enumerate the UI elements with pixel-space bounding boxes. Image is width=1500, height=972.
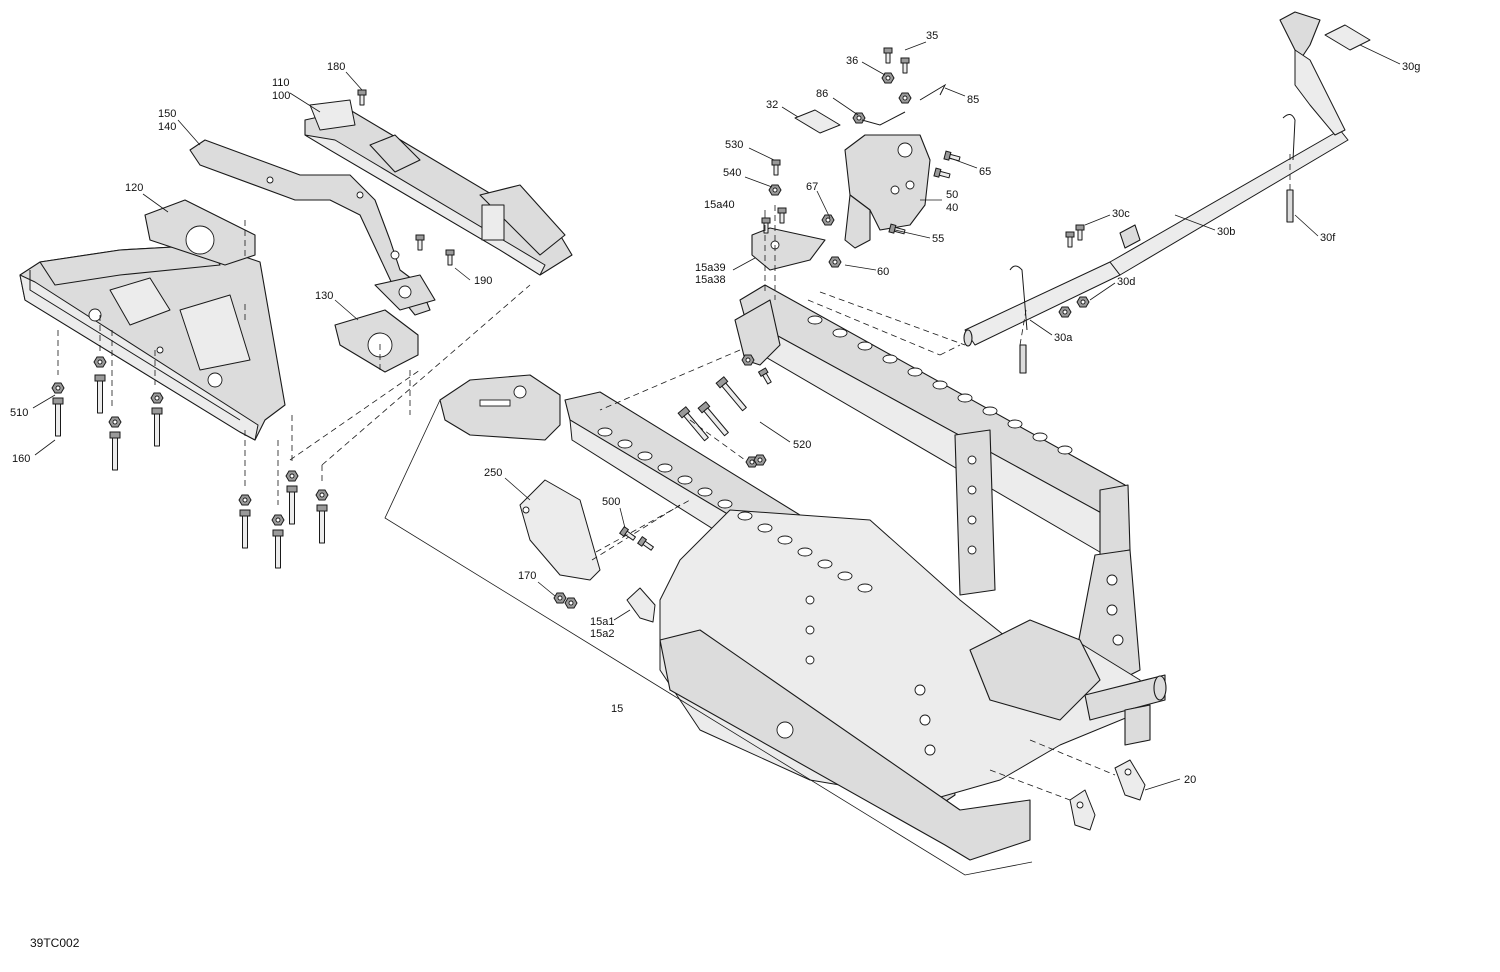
callout-15: 15 [611, 703, 623, 715]
fasteners-center [553, 354, 774, 609]
callout-55: 55 [932, 233, 944, 245]
callout-67: 67 [806, 181, 818, 193]
callout-60: 60 [877, 266, 889, 278]
callout-130: 130 [315, 290, 333, 302]
upper-frame-assembly [19, 89, 573, 441]
main-frame-assembly [439, 284, 1167, 861]
callout-30d: 30d [1117, 276, 1135, 288]
assembly-guide-lines-right [599, 291, 966, 461]
guard-250 [519, 479, 681, 623]
callout-15a38: 15a38 [695, 274, 726, 286]
callout-40: 40 [946, 202, 958, 214]
callout-35: 35 [926, 30, 938, 42]
group-bracket-15 [384, 399, 1033, 876]
callout-50: 50 [946, 189, 958, 201]
leader-lines [32, 41, 1401, 791]
diagram-code: 39TC002 [30, 936, 80, 950]
callout-30f: 30f [1320, 232, 1336, 244]
callout-15a1: 15a1 [590, 616, 614, 628]
callout-170: 170 [518, 570, 536, 582]
callout-30c: 30c [1112, 208, 1130, 220]
callout-190: 190 [474, 275, 492, 287]
callout-150: 150 [158, 108, 176, 120]
callout-500: 500 [602, 496, 620, 508]
callout-110: 110 [272, 77, 290, 89]
callout-32: 32 [766, 99, 778, 111]
callout-540: 540 [723, 167, 741, 179]
hitch-plates [989, 739, 1146, 831]
callout-520: 520 [793, 439, 811, 451]
callout-30a: 30a [1054, 332, 1073, 344]
brake-rod-assembly [939, 11, 1371, 374]
callout-86: 86 [816, 88, 828, 100]
callout-180: 180 [327, 61, 345, 73]
callout-15a40: 15a40 [704, 199, 735, 211]
perforations [597, 315, 1124, 756]
callout-20: 20 [1184, 774, 1196, 786]
callout-250: 250 [484, 467, 502, 479]
callout-30g: 30g [1402, 61, 1420, 73]
callout-65: 65 [979, 166, 991, 178]
callout-510: 510 [10, 407, 28, 419]
callout-15a2: 15a2 [590, 628, 614, 640]
callout-85: 85 [967, 94, 979, 106]
callout-160: 160 [12, 453, 30, 465]
callout-labels: 180 110 100 150 140 120 190 130 510 160 … [10, 30, 1420, 786]
callout-30b: 30b [1217, 226, 1235, 238]
pedal-bracket-assembly [751, 47, 962, 300]
callout-120: 120 [125, 182, 143, 194]
assembly-guide-lines-left [57, 220, 531, 505]
callout-530: 530 [725, 139, 743, 151]
callout-100: 100 [272, 90, 290, 102]
callout-36: 36 [846, 55, 858, 67]
callout-15a39: 15a39 [695, 262, 726, 274]
callout-140: 140 [158, 121, 176, 133]
